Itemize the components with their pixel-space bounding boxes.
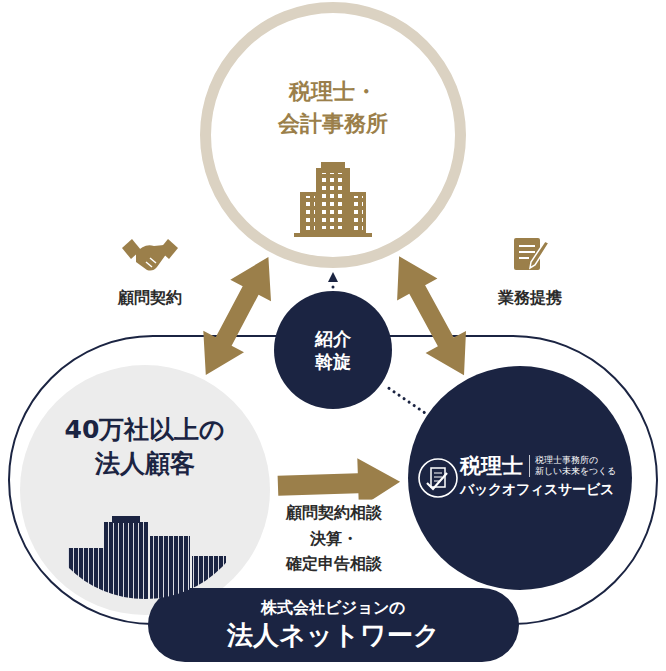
handshake-icon [122, 239, 178, 271]
node-text: 40万社以上の 法人顧客 [65, 413, 226, 481]
node-text: 法人ネットワーク [227, 619, 440, 653]
node-text: 税理士事務所の 新しい未来をつくる [529, 455, 616, 477]
node-text: 税理士 [460, 452, 523, 479]
document-pen-icon [514, 238, 549, 270]
network-label-pill: 株式会社ビジョンの法人ネットワーク [148, 588, 519, 662]
text-row: 株式会社ビジョンの [148, 597, 519, 619]
city-buildings-icon [68, 516, 226, 608]
edge-label: 業務提携 [495, 285, 565, 311]
thick-arrow [203, 257, 271, 375]
text-row: 税理士税理士事務所の 新しい未来をつくる [460, 452, 616, 479]
circle-outline [274, 291, 392, 409]
text-row: 法人ネットワーク [148, 619, 519, 653]
office-building-icon [294, 162, 372, 237]
node-text: 紹介 斡旋 [315, 327, 351, 374]
arrow-body [203, 257, 271, 375]
text-holder: 40万社以上の 法人顧客 [20, 413, 270, 481]
referral-circle: 紹介 斡旋 [274, 291, 392, 409]
node-text: バックオフィスサービス [460, 479, 614, 499]
text-row: 40万社以上の 法人顧客 [20, 413, 270, 481]
arrow-head [328, 272, 338, 282]
circle-outline [20, 365, 270, 615]
text-holder: 税理士税理士事務所の 新しい未来をつくるバックオフィスサービス [460, 452, 616, 500]
edge-label: 顧問契約 [115, 285, 185, 311]
text-holder: 紹介 斡旋 [274, 327, 392, 374]
node-text: 税理士・ 会計事務所 [278, 76, 388, 140]
edge-label: 顧問契約相談 決算・確定申告相談 [283, 500, 385, 577]
arrow-body [397, 256, 466, 375]
dotted-line [332, 282, 335, 287]
text-row: 紹介 斡旋 [274, 327, 392, 374]
text-row: 税理士・ 会計事務所 [200, 76, 466, 140]
node-text: 株式会社ビジョンの [261, 597, 405, 619]
thick-arrow [397, 256, 466, 375]
dotted-line [385, 386, 424, 413]
dotted-connector [385, 386, 424, 413]
referral-circle-outline [274, 291, 392, 409]
text-holder: 株式会社ビジョンの法人ネットワーク [148, 597, 519, 652]
circle-outline [408, 366, 632, 590]
dotted-connector [328, 272, 338, 287]
logo-mark [419, 459, 457, 497]
circle-outline [206, 8, 461, 263]
text-holder: 税理士・ 会計事務所 [200, 76, 466, 140]
text-row: バックオフィスサービス [460, 479, 616, 499]
